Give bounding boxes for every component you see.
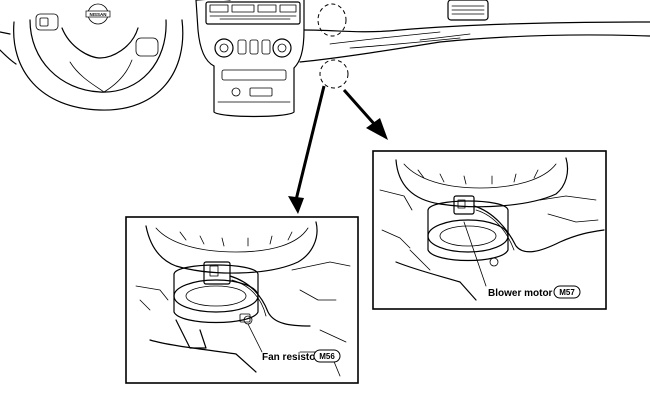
dashboard-overview: NISSAN: [0, 0, 650, 118]
svg-text:M56: M56: [319, 352, 335, 361]
connector-badge-m56: M56: [313, 349, 341, 363]
fan-resistor-label: Fan resistor: [262, 352, 319, 363]
fan-resistor-detail: Fan resistor M56: [125, 216, 359, 384]
nissan-logo: NISSAN: [85, 3, 111, 25]
locator-circle-upper: [317, 3, 347, 37]
blower-motor-detail: Blower motor M57: [372, 150, 607, 310]
connector-badge-m57: M57: [553, 285, 581, 299]
svg-text:M57: M57: [559, 288, 575, 297]
blower-motor-label: Blower motor: [488, 288, 553, 299]
locator-circle-lower: [319, 59, 349, 89]
arrow-to-blower-motor: [342, 89, 378, 127]
svg-text:NISSAN: NISSAN: [89, 12, 106, 17]
steering-wheel: [13, 19, 184, 111]
arrow-to-fan-resistor: [294, 85, 326, 201]
pointer-arrows: [288, 85, 388, 214]
